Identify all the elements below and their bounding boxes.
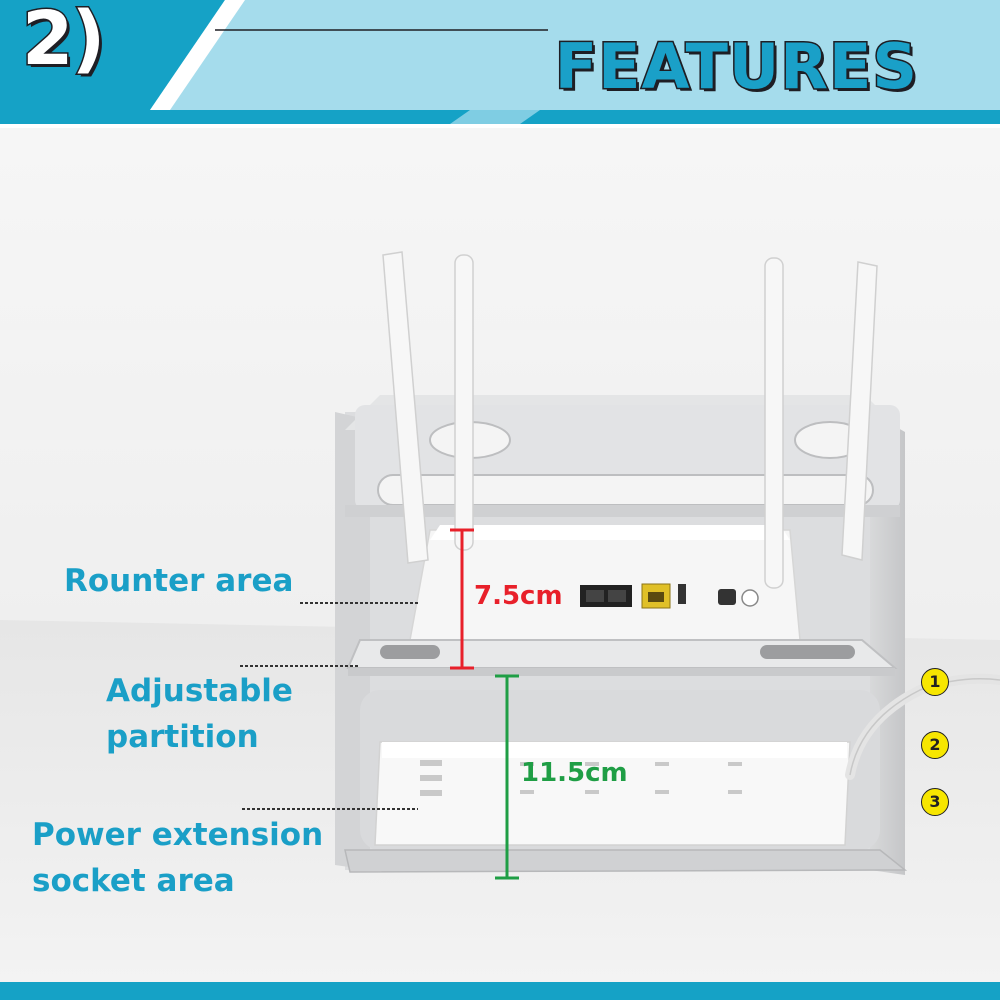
power-socket-area-label-line2: socket area [32, 863, 235, 899]
step-number: 2) [20, 0, 106, 82]
callout-badge-2: 2 [921, 731, 949, 759]
upper-dimension-label: 7.5cm [474, 581, 563, 611]
adjustable-partition-label-line2: partition [106, 719, 259, 755]
power-socket-area-label-line1: Power extension [32, 817, 324, 853]
callout-badge-1: 1 [921, 668, 949, 696]
router-area-label: Rounter area [64, 563, 294, 599]
callout-badge-3: 3 [921, 788, 949, 816]
power-strip-icon [374, 741, 851, 846]
leader-lines [240, 602, 418, 810]
adjustable-partition-label-line1: Adjustable [106, 673, 293, 709]
lower-dimension-marker [495, 674, 519, 880]
bottom-accent-bar [0, 982, 1000, 1000]
product-photo [0, 128, 1000, 982]
header-banner: 2) FEATURES [0, 0, 1000, 128]
lower-dimension-label: 11.5cm [521, 758, 628, 788]
features-title: FEATURES [553, 30, 918, 103]
banner-graphic [0, 0, 1000, 128]
upper-dimension-marker [450, 528, 474, 670]
